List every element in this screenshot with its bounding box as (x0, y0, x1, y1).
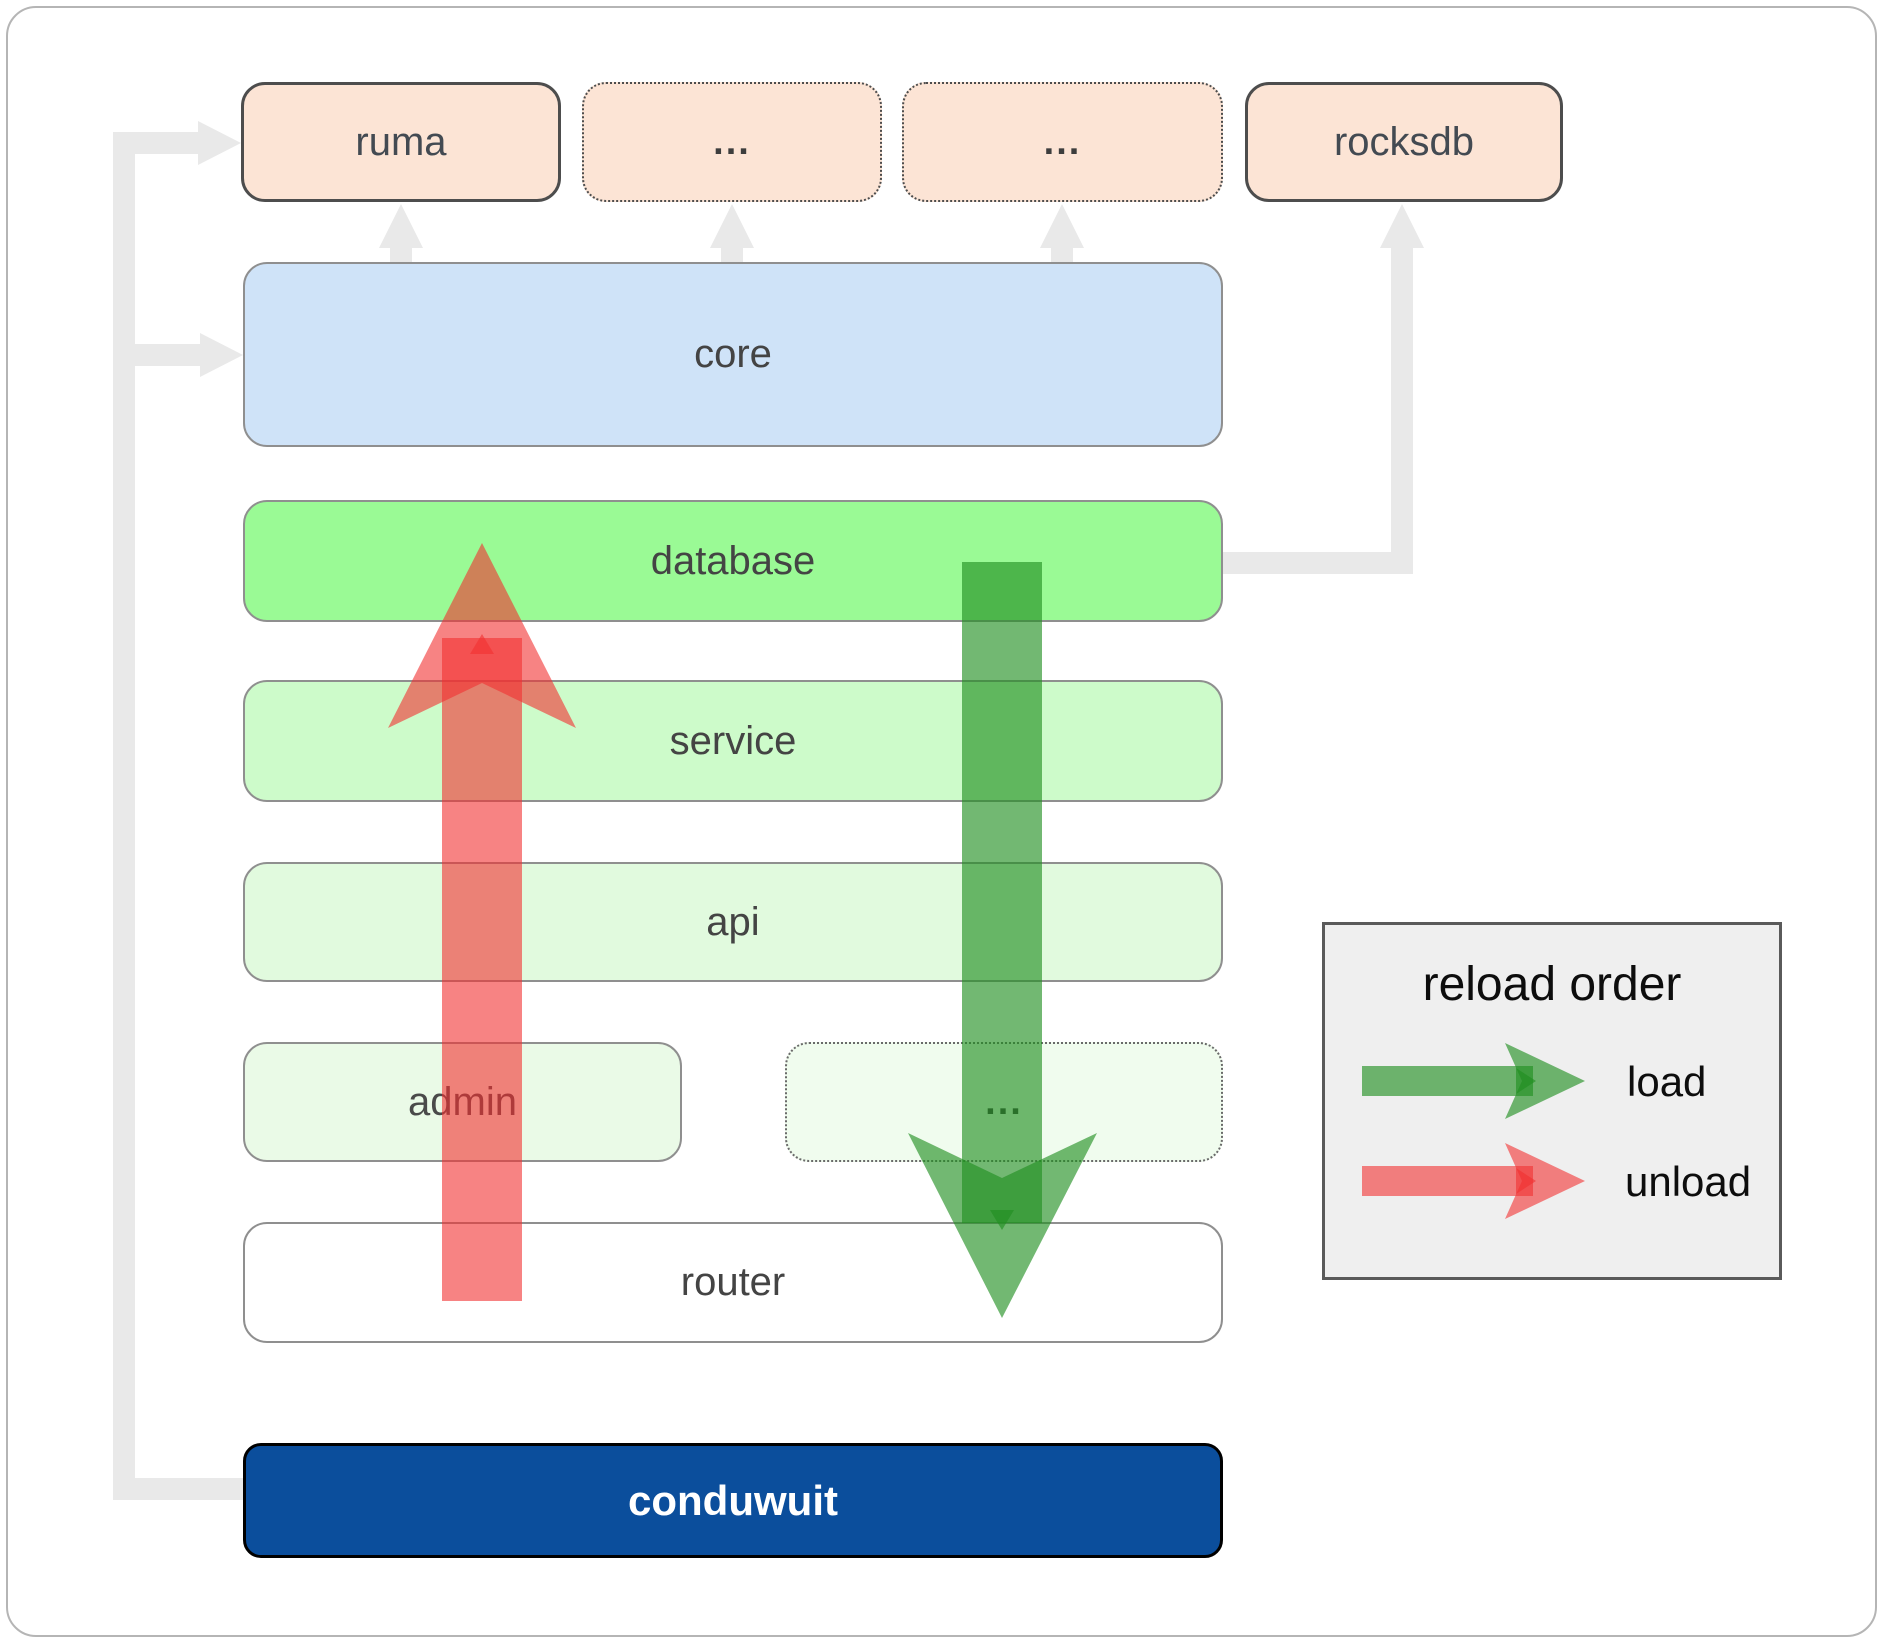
canvas-frame (6, 6, 1877, 1637)
legend-load-label: load (1627, 1058, 1707, 1105)
legend-box: reload order (1322, 922, 1782, 1280)
node-ellipsis-admin: ... (785, 1042, 1223, 1162)
node-ruma: ruma (241, 82, 561, 202)
node-service: service (243, 680, 1223, 802)
legend-unload-label: unload (1625, 1158, 1752, 1205)
node-core: core (243, 262, 1223, 447)
node-ellipsis-top-1: ... (582, 82, 882, 202)
node-api: api (243, 862, 1223, 982)
node-ellipsis-top-2: ... (902, 82, 1223, 202)
legend-title: reload order (1422, 958, 1682, 1011)
node-conduwuit: conduwuit (243, 1443, 1223, 1558)
node-rocksdb: rocksdb (1245, 82, 1563, 202)
node-database: database (243, 500, 1223, 622)
node-admin: admin (243, 1042, 682, 1162)
node-router: router (243, 1222, 1223, 1343)
